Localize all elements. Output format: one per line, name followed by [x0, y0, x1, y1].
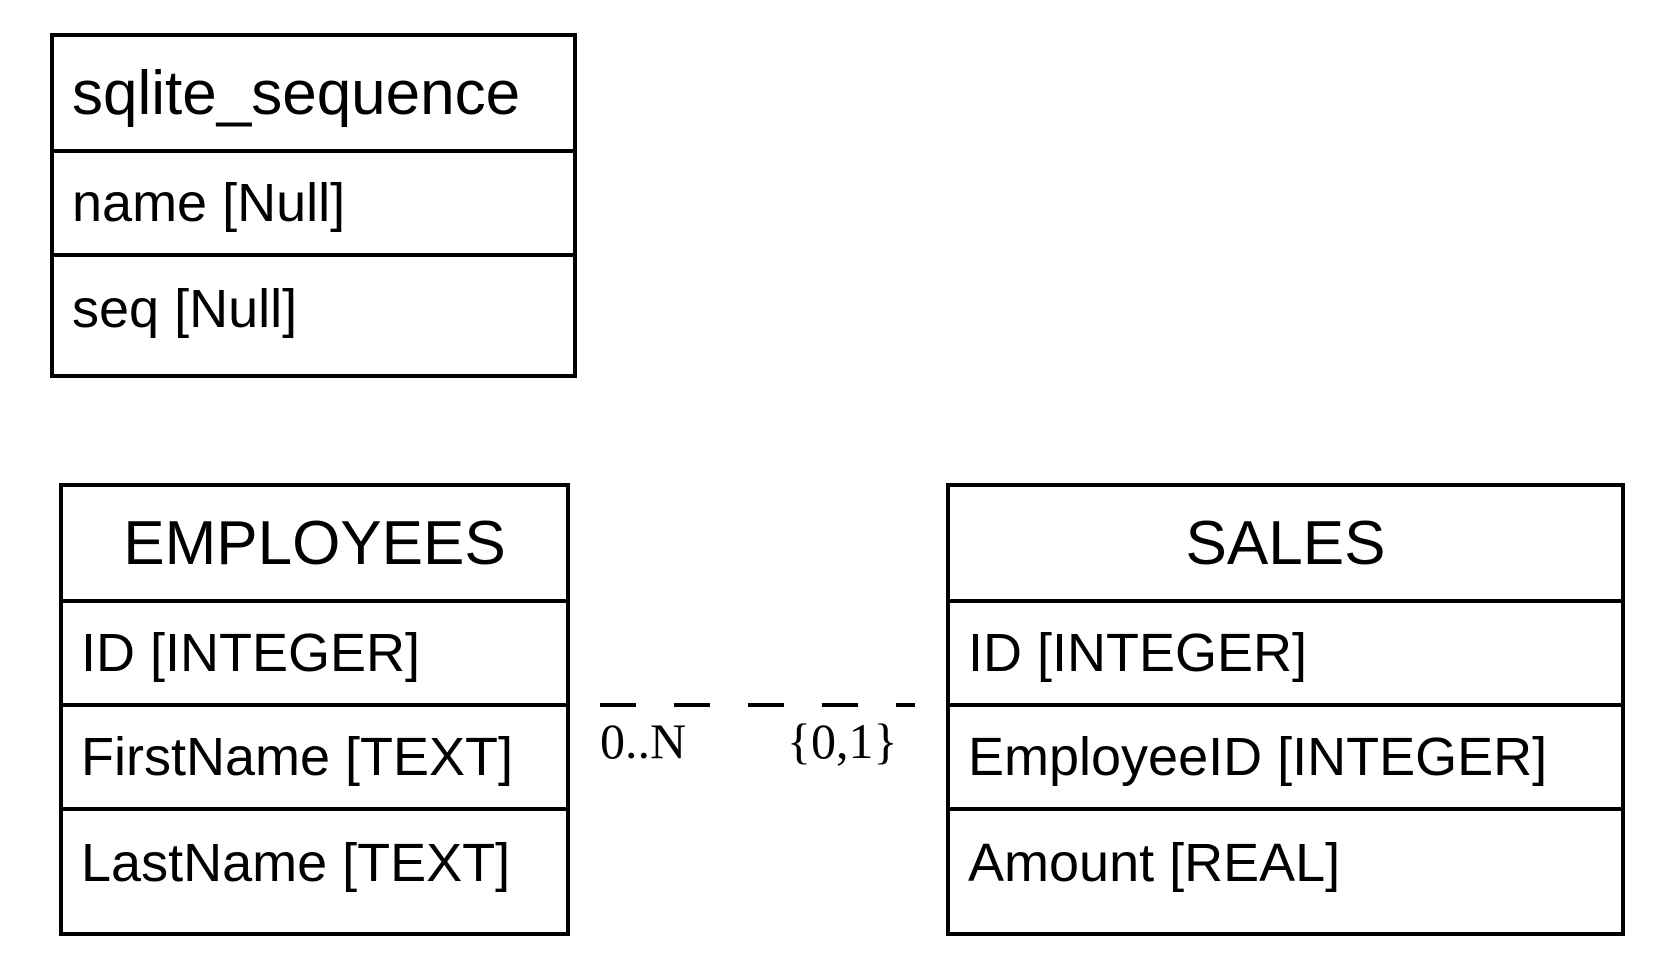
cardinality-label-employees: 0..N	[600, 713, 687, 769]
table-title: EMPLOYEES	[63, 487, 566, 603]
table-title: SALES	[950, 487, 1621, 603]
column-row: name [Null]	[54, 153, 573, 257]
column-row: EmployeeID [INTEGER]	[950, 707, 1621, 811]
column-row: ID [INTEGER]	[950, 603, 1621, 707]
table-title: sqlite_sequence	[54, 37, 573, 153]
column-row: ID [INTEGER]	[63, 603, 566, 707]
column-row: seq [Null]	[72, 279, 298, 339]
cardinality-label-sales: {0,1}	[787, 713, 898, 769]
table-employees: EMPLOYEES ID [INTEGER] FirstName [TEXT] …	[59, 483, 570, 936]
table-sqlite-sequence: sqlite_sequence name [Null] seq [Null]	[50, 33, 577, 378]
column-row: Amount [REAL]	[968, 833, 1341, 893]
column-row: FirstName [TEXT]	[63, 707, 566, 811]
table-sales: SALES ID [INTEGER] EmployeeID [INTEGER] …	[946, 483, 1625, 936]
column-row: LastName [TEXT]	[81, 833, 511, 893]
relationship-line	[600, 703, 915, 707]
